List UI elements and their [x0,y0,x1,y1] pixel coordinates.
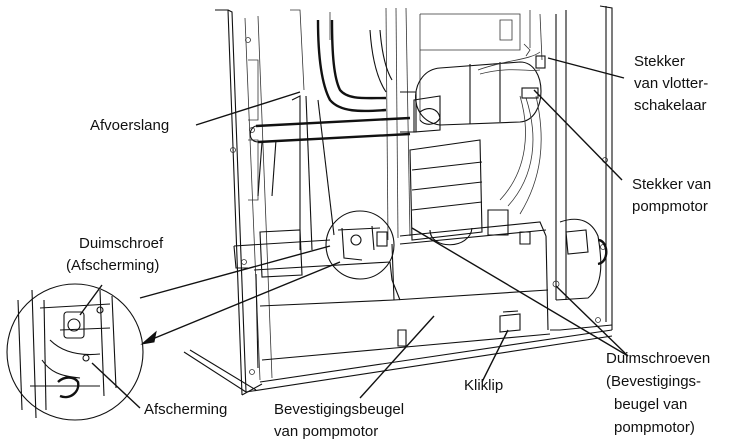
cabinet-outline [183,5,613,396]
wiring [477,43,546,215]
label-duimschroef: Duimschroef (Afscherming) [66,235,167,274]
label-afscherming: Afscherming [144,401,227,418]
label-kliklip: Kliklip [464,377,503,394]
detail-highlight-circle [325,210,395,280]
label-stekker-pompmotor: Stekker van pompmotor [632,176,715,215]
label-afvoerslang: Afvoerslang [90,117,169,134]
label-duimschroeven: Duimschroeven (Bevestigings- beugel van … [606,350,714,436]
zoom-arrows [139,245,341,345]
drain-hose [249,19,411,251]
label-stekker-vlotter: Stekker van vlotter- schakelaar [634,53,712,114]
interior-frame [230,7,608,381]
leader-lines [79,57,629,409]
zoom-detail-inset [6,283,144,421]
pump-motor [400,61,542,246]
label-bevestigingsbeugel: Bevestigingsbeugel van pompmotor [274,401,408,439]
